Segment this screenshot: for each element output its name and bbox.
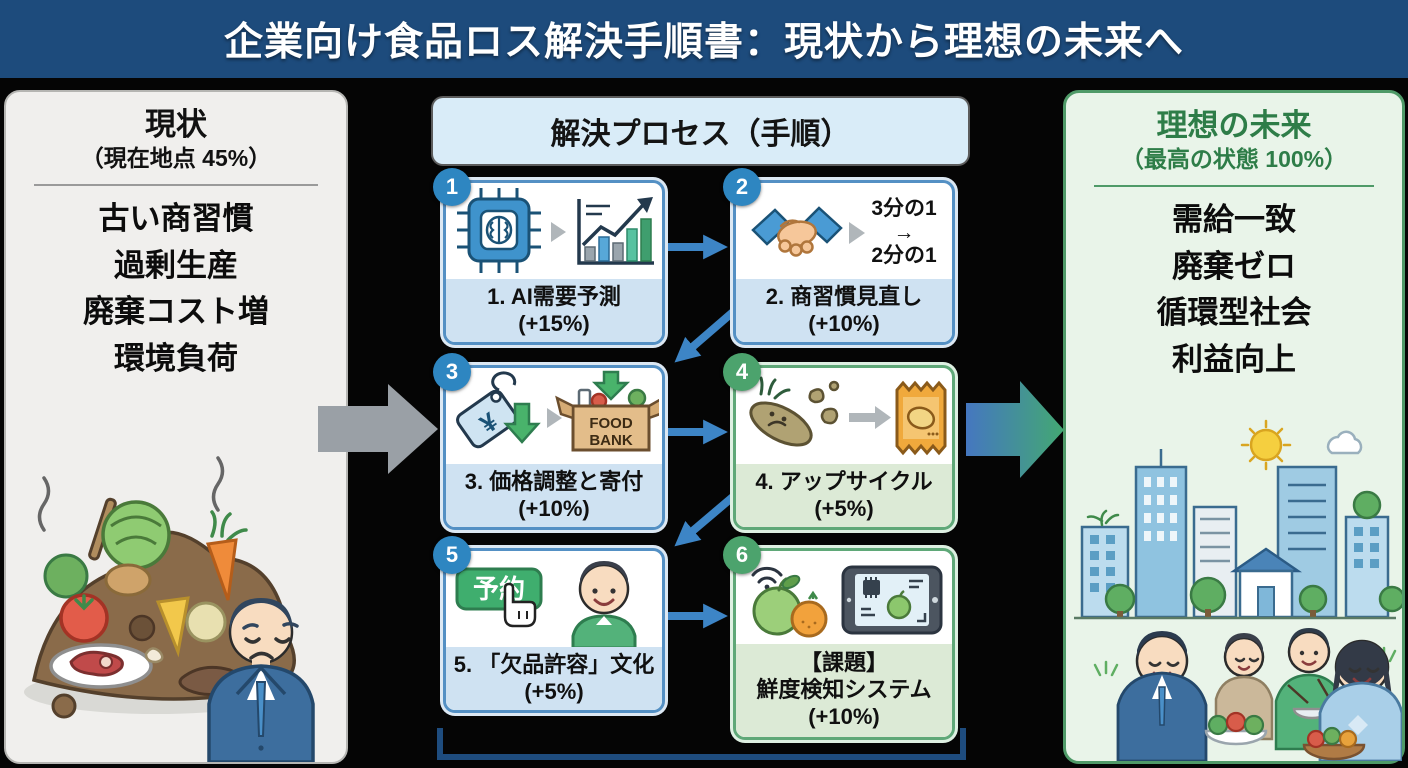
handshake-icon xyxy=(751,205,844,257)
step-6-freshness-detection: 6 【課題】 xyxy=(723,536,955,740)
step-5-stockout-tolerance-culture: 5 予約 5. 「欠品許容」文化 (+5%) xyxy=(433,536,665,713)
step-number-badge: 1 xyxy=(433,168,471,206)
list-item: 環境負荷 xyxy=(114,340,238,376)
fraction-from: 3分の1 xyxy=(871,197,937,221)
page-title: 企業向け食品ロス解決手順書：現状から理想の未来へ xyxy=(223,21,1184,64)
future-city-illustration xyxy=(1074,419,1402,761)
step-3-price-adjust-donation: 3 ¥ FOOD BANK 3. 価格調整と寄付 (+ xyxy=(433,353,665,530)
process-title: 解決プロセス（手順） xyxy=(550,118,851,151)
list-item: 利益向上 xyxy=(1172,341,1296,377)
list-item: 循環型社会 xyxy=(1156,295,1312,331)
step-gain: (+15%) xyxy=(518,310,590,336)
current-issues-list: 古い商習慣 過剰生産 廃棄コスト増 環境負荷 xyxy=(6,196,346,382)
ugly-veggie-to-snack-icon xyxy=(749,376,947,456)
step-title: 3. 価格調整と寄付 xyxy=(464,468,644,494)
step-title-line2: 鮮度検知システム xyxy=(756,677,932,703)
current-title: 現状 xyxy=(145,107,207,142)
step-gain: (+10%) xyxy=(518,495,590,521)
list-item: 需給一致 xyxy=(1172,202,1296,238)
step-title: 4. アップサイクル xyxy=(755,468,933,494)
fraction-arrow: → xyxy=(893,220,915,244)
reserve-button-label: 予約 xyxy=(473,574,525,604)
fraction-to: 2分の1 xyxy=(871,244,937,268)
ai-chip-to-chart-icon xyxy=(457,188,654,273)
step-gain: (+10%) xyxy=(808,310,880,336)
step-1-ai-demand-forecast: 1 xyxy=(433,168,665,345)
step-title: 5. 「欠品許容」文化 xyxy=(453,651,655,677)
step-title-line1: 【課題】 xyxy=(799,650,888,676)
step-gain: (+5%) xyxy=(524,678,584,704)
step-number-badge: 2 xyxy=(723,168,761,206)
process-header: 解決プロセス（手順） xyxy=(433,98,968,164)
arrow-right-icon xyxy=(849,221,866,244)
future-title: 理想の未来 xyxy=(1156,108,1312,143)
list-item: 廃棄コスト増 xyxy=(83,294,269,330)
step-gain: (+10%) xyxy=(808,703,880,729)
process-to-future-arrow-icon xyxy=(966,381,1064,478)
step-number-badge: 4 xyxy=(723,353,761,391)
step-number-badge: 6 xyxy=(723,536,761,574)
reserve-button-person-icon: 予約 xyxy=(455,561,637,648)
fraction-change: 3分の1 → 2分の1 xyxy=(871,197,936,268)
header-bar: 企業向け食品ロス解決手順書：現状から理想の未来へ xyxy=(0,0,1408,78)
list-item: 古い商習慣 xyxy=(98,201,254,237)
foodbank-word1: FOOD xyxy=(589,415,632,432)
future-divider xyxy=(1094,185,1374,188)
list-item: 過剰生産 xyxy=(114,247,238,283)
foodbank-word2: BANK xyxy=(589,432,632,449)
step-title: 2. 商習慣見直し xyxy=(765,283,923,309)
food-waste-illustration xyxy=(24,456,315,762)
step-number-badge: 3 xyxy=(433,353,471,391)
step-gain: (+5%) xyxy=(814,495,874,521)
current-state-panel: 現状 （現在地点 45%） 古い商習慣 過剰生産 廃棄コスト増 環境負荷 xyxy=(4,90,348,764)
list-item: 廃棄ゼロ xyxy=(1172,248,1296,284)
future-goals-list: 需給一致 廃棄ゼロ 循環型社会 利益向上 xyxy=(1066,197,1402,383)
step-2-trade-practice-review: 2 3分の1 → 2分の1 2. 商習慣見直し (+10%) xyxy=(723,168,955,345)
freshness-sensor-tablet-icon xyxy=(751,565,943,638)
future-subtitle: （最高の状態 100%） xyxy=(1120,145,1348,172)
step-number-badge: 5 xyxy=(433,536,471,574)
step-4-upcycle: 4 4. アップサイクル (+5%) xyxy=(723,353,955,530)
price-tag-foodbank-icon: ¥ FOOD BANK xyxy=(456,370,659,452)
ideal-future-panel: 理想の未来 （最高の状態 100%） 需給一致 廃棄ゼロ 循環型社会 利益向上 xyxy=(1063,90,1405,764)
step-title: 1. AI需要予測 xyxy=(487,283,621,309)
current-divider xyxy=(34,184,318,187)
current-subtitle: （現在地点 45%） xyxy=(80,144,272,171)
